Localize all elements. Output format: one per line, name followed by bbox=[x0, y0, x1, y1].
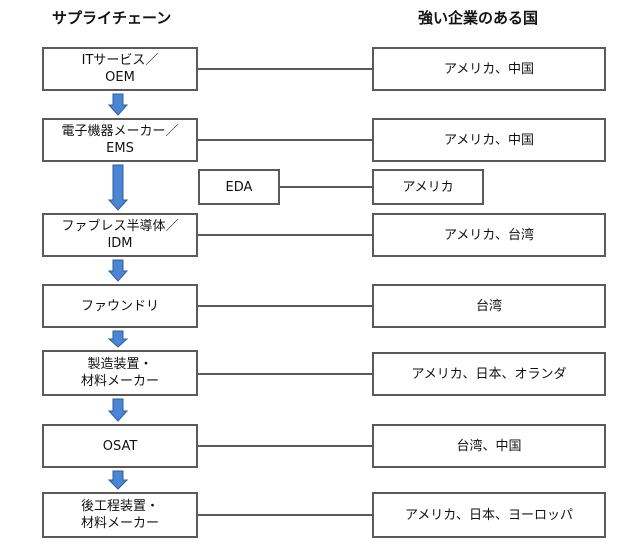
eda-box: EDA bbox=[198, 169, 280, 205]
country-it-services-oem: アメリカ、中国 bbox=[372, 47, 606, 91]
stage-label: 後工程装置・ 材料メーカー bbox=[80, 499, 159, 531]
flow-arrow-6 bbox=[107, 470, 129, 490]
eda-label: EDA bbox=[225, 179, 253, 195]
stage-backend-equipment-materials: 後工程装置・ 材料メーカー bbox=[42, 492, 198, 538]
country-label: アメリカ、日本、ヨーロッパ bbox=[404, 507, 574, 523]
country-equipment-materials: アメリカ、日本、オランダ bbox=[372, 352, 606, 396]
country-osat: 台湾、中国 bbox=[372, 424, 606, 468]
stage-foundry: ファウンドリ bbox=[42, 284, 198, 328]
stage-electronics-ems: 電子機器メーカー／ EMS bbox=[42, 118, 198, 162]
country-backend-equipment-materials: アメリカ、日本、ヨーロッパ bbox=[372, 492, 606, 538]
flow-arrow-1 bbox=[107, 93, 129, 116]
country-fabless-idm: アメリカ、台湾 bbox=[372, 213, 606, 257]
flow-arrow-2 bbox=[107, 164, 129, 211]
stage-label: ITサービス／ OEM bbox=[81, 53, 159, 85]
flow-arrow-3 bbox=[107, 259, 129, 282]
country-label: アメリカ、台湾 bbox=[443, 227, 535, 243]
country-label: 台湾、中国 bbox=[456, 438, 522, 454]
stage-fabless-idm: ファブレス半導体／ IDM bbox=[42, 213, 198, 257]
stage-it-services-oem: ITサービス／ OEM bbox=[42, 47, 198, 91]
country-label: アメリカ bbox=[402, 179, 454, 195]
flow-arrow-4 bbox=[107, 330, 129, 348]
stage-label: ファウンドリ bbox=[80, 298, 159, 314]
supply-chain-heading: サプライチェーン bbox=[52, 9, 172, 27]
stage-equipment-materials: 製造装置・ 材料メーカー bbox=[42, 350, 198, 396]
country-label: アメリカ、中国 bbox=[443, 132, 535, 148]
strong-countries-heading: 強い企業のある国 bbox=[418, 9, 539, 27]
country-foundry: 台湾 bbox=[372, 284, 606, 328]
stage-label: 製造装置・ 材料メーカー bbox=[80, 357, 159, 389]
country-label: 台湾 bbox=[475, 298, 502, 314]
flow-arrow-5 bbox=[107, 398, 129, 422]
country-electronics-ems: アメリカ、中国 bbox=[372, 118, 606, 162]
country-label: アメリカ、中国 bbox=[443, 61, 535, 77]
country-label: アメリカ、日本、オランダ bbox=[411, 366, 567, 382]
stage-osat: OSAT bbox=[42, 424, 198, 468]
stage-label: 電子機器メーカー／ EMS bbox=[61, 124, 179, 156]
stage-label: ファブレス半導体／ IDM bbox=[61, 219, 179, 251]
stage-label: OSAT bbox=[102, 438, 138, 454]
eda-country-box: アメリカ bbox=[372, 169, 484, 205]
